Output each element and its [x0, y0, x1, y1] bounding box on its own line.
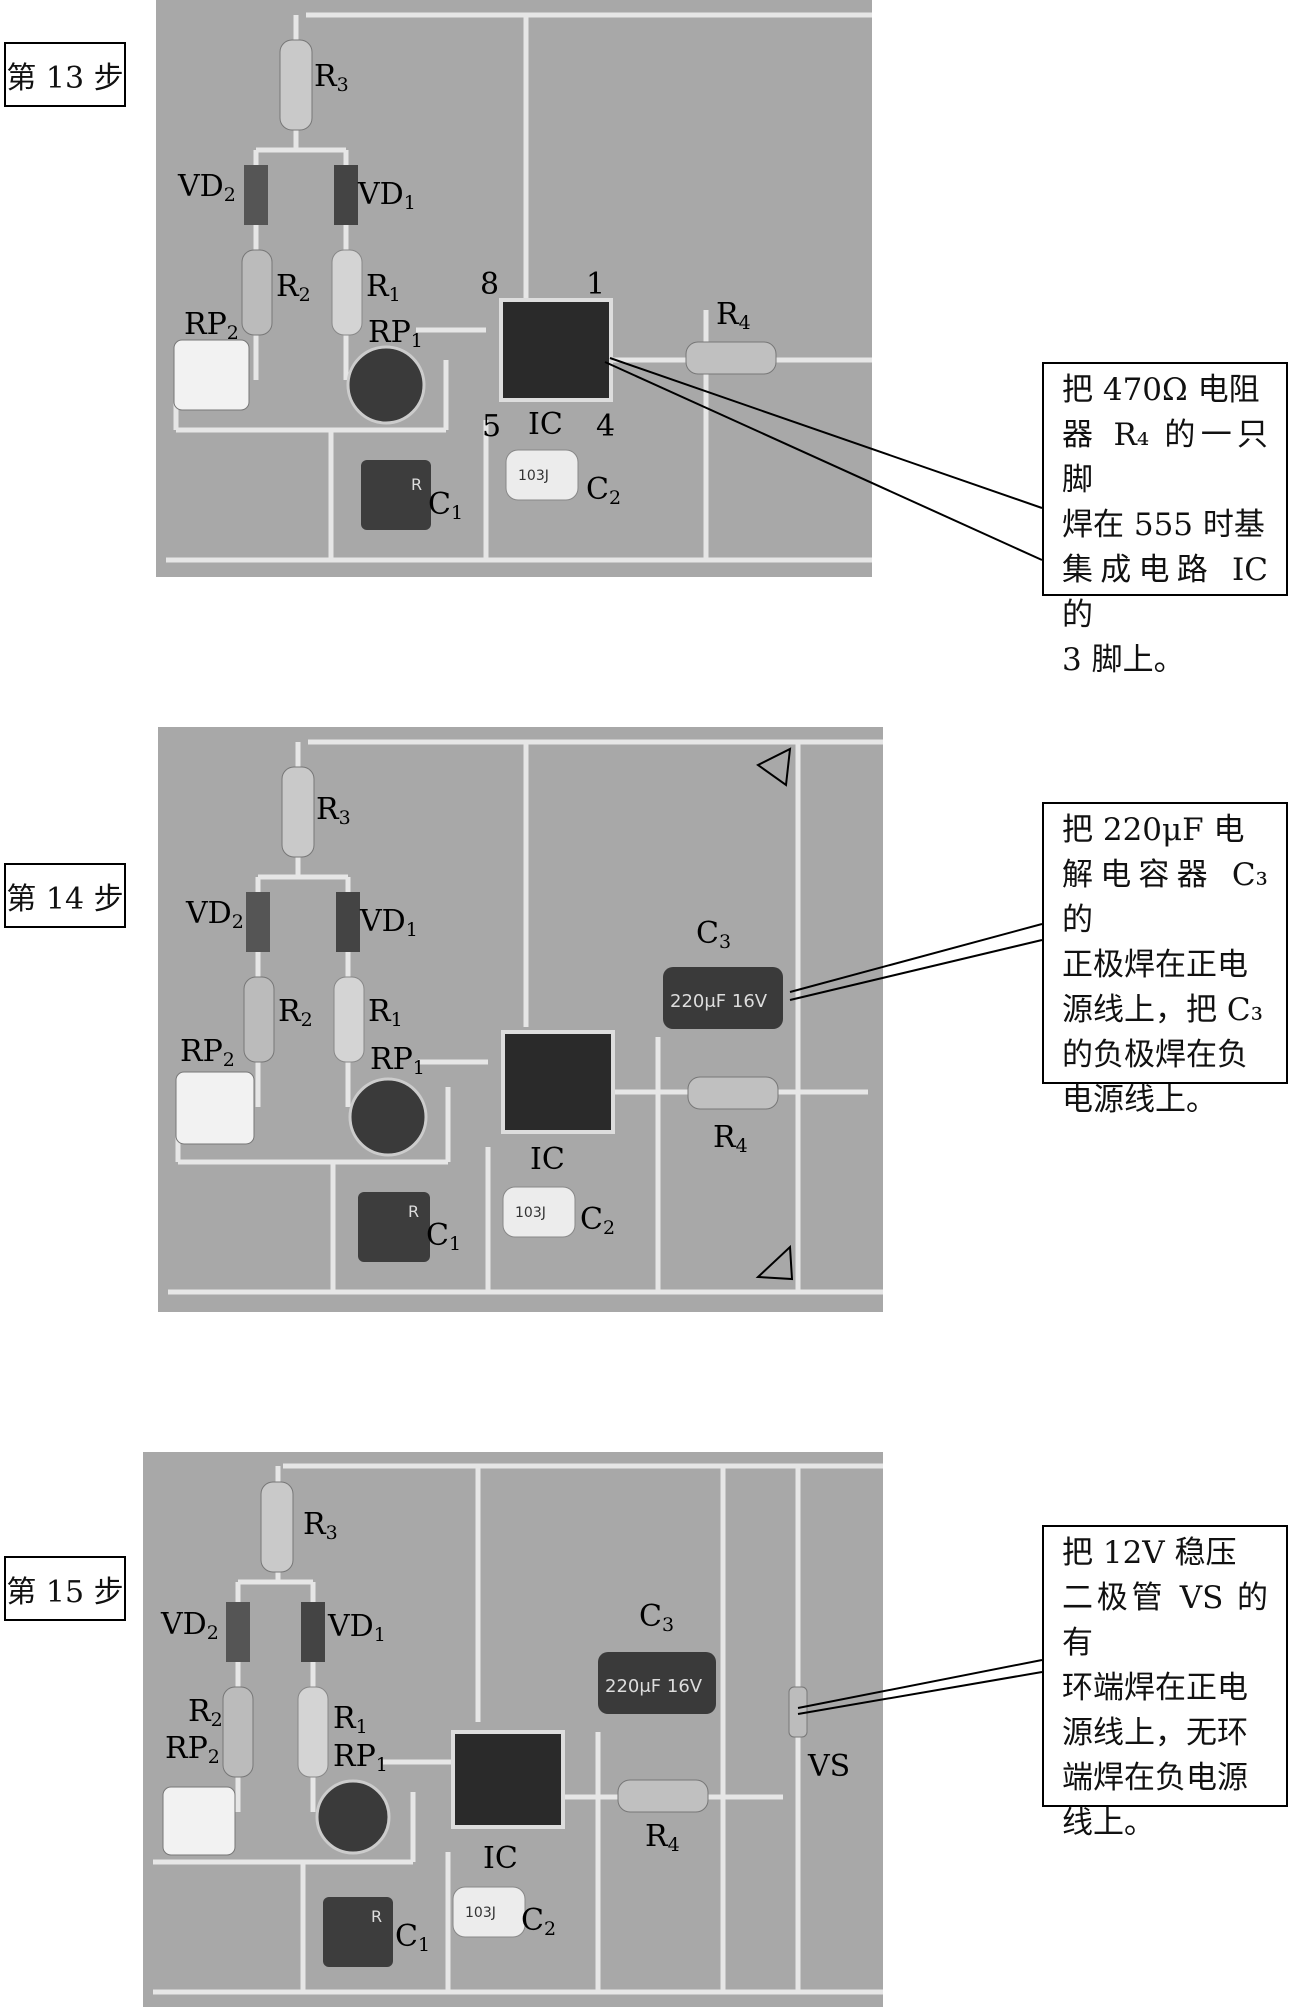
- trimmer-rp2: [175, 1071, 255, 1145]
- trimmer-rp1: [315, 1779, 391, 1855]
- capacitor-c1: [323, 1897, 393, 1967]
- step-15-callout: 把 12V 稳压 二极管 VS 的有 环端焊在正电 源线上，无环 端焊在负电源 …: [1042, 1525, 1288, 1841]
- capacitor-c3: [663, 967, 783, 1029]
- step-13-label: 第 13 步: [4, 42, 126, 107]
- step-13-circuit-photo: R 103J R3 VD2 VD1 R2 R1 RP2 RP1 8 1 5 IC…: [156, 0, 872, 577]
- step-13-callout: 把 470Ω 电阻 器 R₄ 的一只脚 焊在 555 时基 集成电路 IC 的 …: [1042, 362, 1288, 678]
- c2-marking: 103J: [518, 468, 549, 484]
- step-14-callout: 把 220μF 电 解电容器 C₃ 的 正极焊在正电 源线上，把 C₃ 的负极焊…: [1042, 802, 1288, 1118]
- resistor-r2: [243, 976, 275, 1063]
- label-r2: R2: [278, 994, 313, 1031]
- trimmer-rp1: [346, 345, 426, 425]
- label-rp1: RP1: [368, 315, 423, 352]
- label-vd2: VD2: [186, 896, 244, 933]
- resistor-r4: [687, 1076, 779, 1110]
- label-r3: R3: [303, 1507, 338, 1544]
- resistor-r4: [685, 341, 777, 375]
- label-r4: R4: [713, 1120, 748, 1157]
- trimmer-rp1: [348, 1077, 428, 1157]
- trimmer-rp2: [173, 339, 250, 411]
- zener-diode-vs: [788, 1686, 808, 1738]
- diode-vd1: [301, 1602, 325, 1662]
- c1-marking: R: [408, 1202, 419, 1221]
- circuit-board-wiring: R 103J: [166, 12, 872, 563]
- circuit-board-wiring: R 103J 220μF 16V: [168, 739, 883, 1295]
- label-r2: R2: [276, 269, 311, 306]
- ic-chip: [501, 1030, 615, 1134]
- resistor-r1: [333, 976, 365, 1063]
- label-rp2: RP2: [165, 1731, 220, 1768]
- capacitor-c2: [452, 1886, 526, 1938]
- c3-marking: 220μF 16V: [605, 1676, 703, 1697]
- label-vd1: VD1: [360, 904, 418, 941]
- diode-vd2: [226, 1602, 250, 1662]
- resistor-r1: [331, 249, 363, 336]
- label-c1: C1: [426, 1218, 462, 1255]
- resistor-r4: [617, 1779, 709, 1813]
- label-vd1: VD1: [358, 177, 416, 214]
- diode-vd1: [336, 892, 360, 952]
- label-rp1: RP1: [370, 1042, 425, 1079]
- diode-vd2: [244, 165, 268, 225]
- capacitor-c2: [502, 1186, 576, 1238]
- resistor-r3: [281, 766, 315, 858]
- label-r1: R1: [368, 994, 403, 1031]
- capacitor-c2: [505, 449, 579, 501]
- label-ic: IC: [483, 1841, 518, 1876]
- ic-chip: [451, 1730, 565, 1829]
- label-c1: C1: [428, 487, 464, 524]
- label-vd2: VD2: [178, 169, 236, 206]
- capacitor-c3: [598, 1652, 716, 1714]
- label-c2: C2: [580, 1202, 616, 1239]
- resistor-r3: [260, 1481, 294, 1573]
- marker-triangle-top: [756, 747, 792, 787]
- label-ic: IC: [530, 1142, 565, 1177]
- resistor-r3: [279, 39, 313, 131]
- label-r4: R4: [645, 1819, 680, 1856]
- label-ic: IC: [528, 407, 563, 442]
- label-r3: R3: [316, 792, 351, 829]
- capacitor-c1: [358, 1192, 430, 1262]
- label-vs: VS: [808, 1749, 851, 1784]
- label-r2: R2: [188, 1694, 223, 1731]
- label-rp1: RP1: [333, 1739, 388, 1776]
- label-c1: C1: [395, 1919, 431, 1956]
- label-r1: R1: [333, 1701, 368, 1738]
- label-rp2: RP2: [184, 307, 239, 344]
- label-rp2: RP2: [180, 1034, 235, 1071]
- c2-marking: 103J: [465, 1905, 496, 1921]
- circuit-board-wiring: R 103J 220μF 16V: [153, 1463, 883, 1995]
- label-c3: C3: [696, 916, 732, 953]
- diode-vd2: [246, 892, 270, 952]
- label-c2: C2: [521, 1903, 557, 1940]
- c2-marking: 103J: [515, 1205, 546, 1221]
- step-15-label: 第 15 步: [4, 1556, 126, 1621]
- label-vd1: VD1: [328, 1609, 386, 1646]
- resistor-r2: [222, 1686, 254, 1778]
- label-c3: C3: [639, 1599, 675, 1636]
- label-r1: R1: [366, 269, 401, 306]
- capacitor-c1: [361, 460, 431, 530]
- ic-chip: [499, 298, 613, 402]
- label-vd2: VD2: [161, 1607, 219, 1644]
- resistor-r1: [297, 1686, 329, 1778]
- marker-triangle-bottom: [755, 1244, 794, 1281]
- c3-marking: 220μF 16V: [670, 991, 768, 1012]
- step-15-circuit-photo: R 103J 220μF 16V R3 VD2 VD1 R2 R1 RP2 RP…: [143, 1452, 883, 2007]
- label-pin4: 4: [596, 409, 616, 444]
- trimmer-rp2: [162, 1786, 236, 1856]
- label-pin8: 8: [480, 267, 500, 302]
- label-pin1: 1: [586, 267, 606, 302]
- step-14-label: 第 14 步: [4, 863, 126, 928]
- diode-vd1: [334, 165, 358, 225]
- label-pin5: 5: [482, 409, 502, 444]
- label-r3: R3: [314, 59, 349, 96]
- c1-marking: R: [411, 475, 422, 494]
- label-c2: C2: [586, 472, 622, 509]
- step-14-circuit-photo: R 103J 220μF 16V R3 VD2 VD1 R2 R1 RP2 RP…: [158, 727, 883, 1312]
- resistor-r2: [241, 249, 273, 336]
- c1-marking: R: [371, 1907, 382, 1926]
- label-r4: R4: [716, 297, 751, 334]
